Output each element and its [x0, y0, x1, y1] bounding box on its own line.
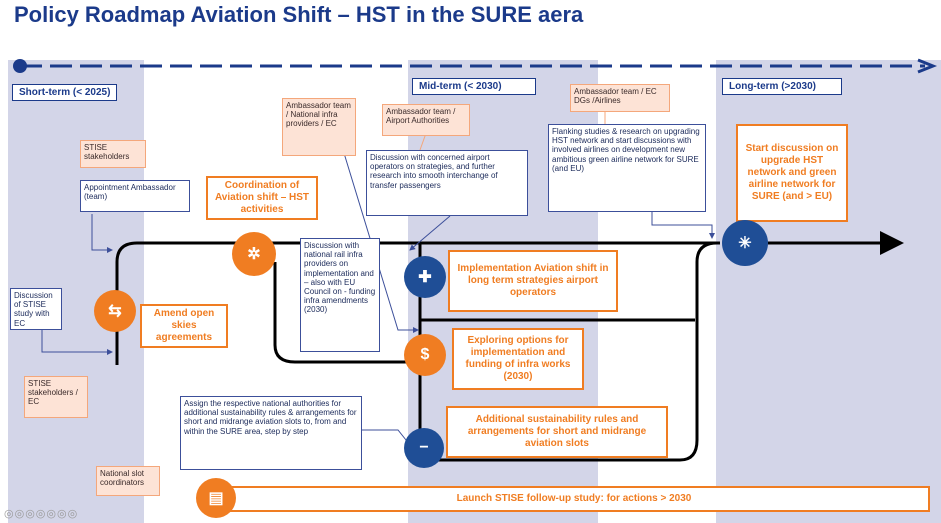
document-icon: ▤	[196, 478, 236, 518]
implementation-action: Implementation Aviation shift in long te…	[448, 250, 618, 312]
assign-authorities-box: Assign the respective national authoriti…	[180, 396, 362, 470]
stise-stakeholders-box: STISE stakeholders	[80, 140, 146, 168]
arrows-exchange-icon: ⇆	[94, 290, 136, 332]
phase-long-term: Long-term (>2030)	[722, 78, 842, 95]
stise-stakeholders-ec-box: STISE stakeholders / EC	[24, 376, 88, 418]
network-icon: ✳	[722, 220, 768, 266]
ambassador-ec-dgs-box: Ambassador team / EC DGs /Airlines	[570, 84, 670, 112]
money-bag-icon: $	[404, 334, 446, 376]
national-slot-box: National slot coordinators	[96, 466, 160, 496]
page-title: Policy Roadmap Aviation Shift – HST in t…	[14, 2, 584, 27]
appointment-ambassador-box: Appointment Ambassador (team)	[80, 180, 190, 212]
network-people-icon: ✲	[232, 232, 276, 276]
launch-followup-action: Launch STISE follow-up study: for action…	[218, 486, 930, 512]
ambassador-airport-box: Ambassador team / Airport Authorities	[382, 104, 470, 136]
ambassador-national-box: Ambassador team / National infra provide…	[282, 98, 356, 156]
phase-short-term: Short-term (< 2025)	[12, 84, 118, 101]
discussion-airport-box: Discussion with concerned airport operat…	[366, 150, 528, 216]
amend-open-skies-action: Amend open skies agreements	[140, 304, 228, 348]
additional-rules-action: Additional sustainability rules and arra…	[446, 406, 668, 458]
phase-mid-term: Mid-term (< 2030)	[412, 78, 536, 95]
exploring-options-action: Exploring options for implementation and…	[452, 328, 584, 390]
minus-icon: −	[404, 428, 444, 468]
discussion-rail-box: Discussion with national rail infra prov…	[300, 238, 380, 352]
flanking-studies-box: Flanking studies & research on upgrading…	[548, 124, 706, 212]
start-discussion-action: Start discussion on upgrade HST network …	[736, 124, 848, 222]
discussion-stise-box: Discussion of STISE study with EC	[10, 288, 62, 330]
coordination-action: Coordination of Aviation shift – HST act…	[206, 176, 318, 220]
slide-nav-controls[interactable]: ◎◎◎◎◎◎◎	[4, 508, 79, 520]
puzzle-icon: ✚	[404, 256, 446, 298]
